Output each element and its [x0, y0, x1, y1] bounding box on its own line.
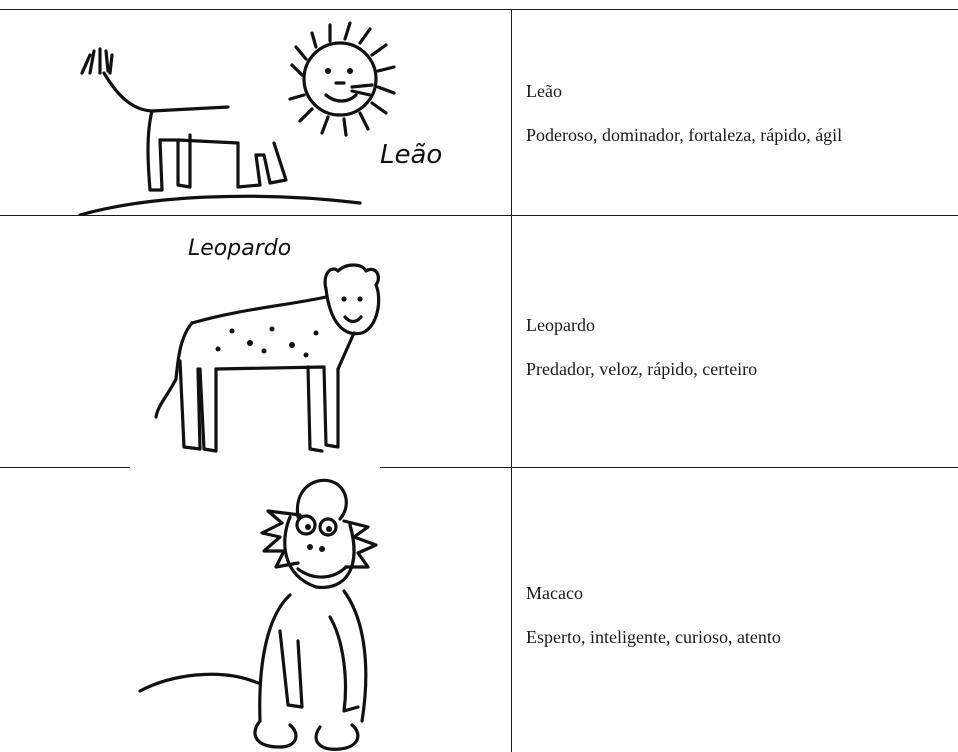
leopard-drawing-icon: Leopardo — [154, 236, 381, 453]
row-divider-1 — [0, 215, 958, 216]
monkey-drawing-icon — [138, 478, 378, 751]
animal-name-lion: Leão — [526, 81, 562, 101]
animal-table: Leão Leão Poderoso, dominador, fortaleza… — [0, 9, 958, 752]
monkey-drawing-cell — [130, 471, 390, 752]
lion-drawing-cell: Leão — [60, 15, 460, 215]
animal-traits-leopard: Predador, veloz, rápido, certeiro — [526, 359, 758, 379]
leopard-drawing-cell: Leopardo — [140, 219, 390, 469]
leopard-drawing-caption: Leopardo — [188, 236, 291, 261]
animal-name-monkey: Macaco — [526, 583, 583, 603]
animal-name-leopard: Leopardo — [526, 315, 595, 335]
table-border-top — [0, 9, 958, 10]
lion-drawing-icon: Leão — [78, 21, 442, 215]
row-divider-2-right — [380, 467, 958, 468]
row-divider-2-left — [0, 467, 130, 468]
animal-traits-lion: Poderoso, dominador, fortaleza, rápido, … — [526, 125, 843, 145]
lion-drawing-caption: Leão — [380, 140, 442, 170]
animal-traits-monkey: Esperto, inteligente, curioso, atento — [526, 627, 781, 647]
column-divider — [511, 9, 512, 752]
